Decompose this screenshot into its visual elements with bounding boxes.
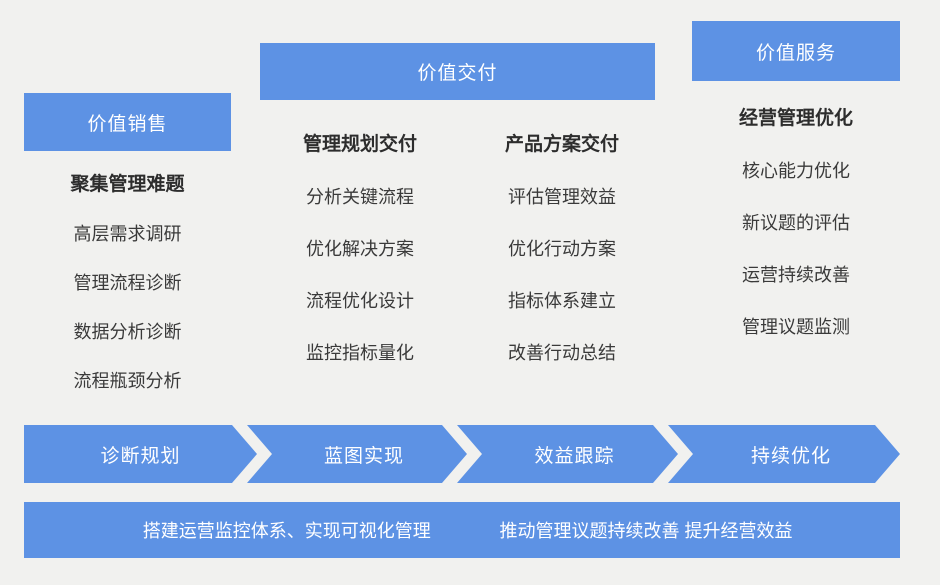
process-step-label: 蓝图实现 — [323, 445, 404, 467]
footer-right-text: 推动管理议题持续改善 提升经营效益 — [499, 521, 793, 541]
stage-box-sales: 价值销售 — [24, 93, 231, 151]
process-step-diagnosis-planning: 诊断规划 — [24, 425, 257, 483]
footer-bar: 搭建运营监控体系、实现可视化管理 推动管理议题持续改善 提升经营效益 — [24, 502, 900, 558]
stage-box-delivery: 价值交付 — [260, 43, 655, 100]
list-item: 流程优化设计 — [306, 291, 414, 311]
list-item: 数据分析诊断 — [73, 322, 182, 342]
list-item: 流程瓶颈分析 — [73, 371, 182, 391]
list-item: 运营持续改善 — [742, 265, 850, 285]
group-product-heading: 产品方案交付 — [504, 134, 619, 155]
group-sales: 聚集管理难题 高层需求调研 管理流程诊断 数据分析诊断 流程瓶颈分析 — [24, 170, 231, 396]
process-step-label: 持续优化 — [750, 445, 831, 467]
stage-title-delivery: 价值交付 — [417, 63, 498, 84]
group-operation-optimization: 经营管理优化 核心能力优化 新议题的评估 运营持续改善 管理议题监测 — [692, 104, 900, 342]
list-item: 监控指标量化 — [306, 343, 414, 363]
stage-box-service: 价值服务 — [692, 21, 900, 81]
list-item: 改善行动总结 — [508, 343, 616, 363]
list-item: 评估管理效益 — [508, 187, 616, 207]
group-sales-heading: 聚集管理难题 — [70, 174, 185, 195]
list-item: 管理议题监测 — [742, 317, 850, 337]
stage-title-sales: 价值销售 — [87, 113, 168, 135]
group-planning-heading: 管理规划交付 — [302, 134, 417, 155]
process-step-label: 效益跟踪 — [534, 445, 615, 467]
footer-left-text: 搭建运营监控体系、实现可视化管理 — [142, 521, 431, 541]
list-item: 分析关键流程 — [306, 187, 414, 207]
process-step-benefit-tracking: 效益跟踪 — [457, 425, 678, 483]
process-step-continuous-optimization: 持续优化 — [668, 425, 900, 483]
group-management-planning: 管理规划交付 分析关键流程 优化解决方案 流程优化设计 监控指标量化 — [260, 130, 460, 368]
group-service-heading: 经营管理优化 — [738, 108, 853, 129]
stage-title-service: 价值服务 — [755, 42, 836, 64]
process-step-label: 诊断规划 — [100, 445, 181, 467]
process-step-blueprint-realization: 蓝图实现 — [247, 425, 467, 483]
list-item: 新议题的评估 — [742, 213, 850, 233]
list-item: 优化行动方案 — [508, 239, 616, 259]
list-item: 高层需求调研 — [73, 224, 182, 244]
group-product-solution: 产品方案交付 评估管理效益 优化行动方案 指标体系建立 改善行动总结 — [462, 130, 662, 368]
list-item: 指标体系建立 — [508, 291, 616, 311]
list-item: 优化解决方案 — [306, 239, 414, 259]
list-item: 管理流程诊断 — [73, 273, 182, 293]
list-item: 核心能力优化 — [742, 161, 850, 181]
